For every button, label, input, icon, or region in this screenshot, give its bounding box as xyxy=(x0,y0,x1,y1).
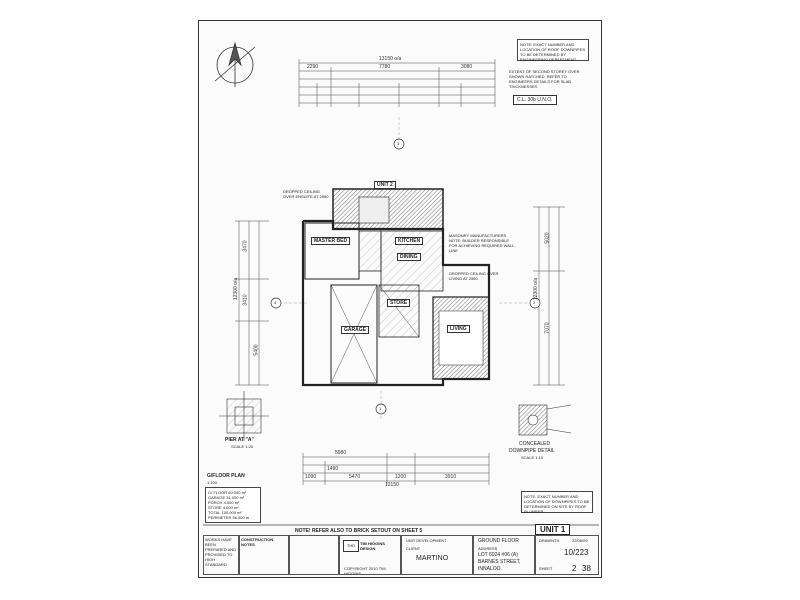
downpipe-site-note: NOTE: EXACT NUMBER AND LOCATION OF DOWNP… xyxy=(521,491,593,514)
firm-name: TIM HIGGINS DESIGN xyxy=(360,541,385,551)
firm-logo: THD xyxy=(343,540,359,552)
tb-project: UNIT DEVELOPMENT CLIENT MARTINO xyxy=(401,535,473,575)
dim-left-a: 3470 xyxy=(242,240,249,252)
area-schedule: G/ FLOOR 60.000 m² GARAGE 31.000 m² PORC… xyxy=(205,487,261,523)
tb-spec-notes-2 xyxy=(289,535,339,575)
dim-top-mid: 7780 xyxy=(379,64,391,70)
drawn-by: TH xyxy=(554,538,560,543)
brick-setout-note: NOTE! REFER ALSO TO BRICK SETOUT ON SHEE… xyxy=(295,528,423,534)
tb-left-note: WORKS HAVE BEEN PREPARED AND PROVIDED TO… xyxy=(203,535,239,575)
downpipe-title-2: DOWNPIPE DETAIL xyxy=(509,448,555,454)
dim-right-overall: 12300 o/a xyxy=(533,277,540,301)
dim-left-overall: 12300 o/a xyxy=(233,277,240,301)
dim-bottom-d: 3910 xyxy=(445,474,457,480)
tb-firm: THD TIM HIGGINS DESIGN COPYRIGHT 2010 TI… xyxy=(339,535,401,575)
downpipe-title-1: CONCEALED xyxy=(519,441,551,447)
downpipe-detail xyxy=(518,404,572,436)
room-unit-2: UNIT 2 xyxy=(374,181,396,189)
area-row: G/ FLOOR 60.000 m² xyxy=(208,490,247,495)
dim-right-a: 5020 xyxy=(544,232,551,244)
area-row: GARAGE 31.000 m² xyxy=(208,495,245,500)
sheet-total: 38 xyxy=(582,564,591,573)
dim-bottom-b: 5470 xyxy=(349,474,361,480)
grid-marker-2: 2 xyxy=(533,300,536,305)
project-name: UNIT DEVELOPMENT xyxy=(406,538,447,543)
date: 22/06/09 xyxy=(572,538,588,543)
pier-title: PIER AT "A" xyxy=(225,437,254,443)
north-arrow-icon xyxy=(214,41,256,87)
right-dimension-lines xyxy=(533,206,565,386)
sheet-title: GROUND FLOOR xyxy=(478,538,519,544)
pier-scale: SCALE 1:20 xyxy=(231,444,254,449)
masonry-note: MASONRY MANUFACTURERS NOTE: BUILDER RESP… xyxy=(449,233,515,253)
unit-label: UNIT 1 xyxy=(535,524,571,535)
downpipe-note: NOTE: EXACT NUMBER AND LOCATION OF ROOF … xyxy=(517,39,589,62)
room-kitchen: KITCHEN xyxy=(395,237,424,245)
tb-address: GROUND FLOOR ADDRESS LOT 6024 #06 (A) BA… xyxy=(473,535,535,575)
drawn-label: DRAWN xyxy=(539,538,554,543)
dim-top-overall: 13150 o/a xyxy=(379,56,402,62)
tb-sheet-info: DRAWN TH 22/06/09 10/223 SHEET 2 38 xyxy=(535,535,599,575)
building-outline xyxy=(301,188,491,387)
dim-bottom-a: 5980 xyxy=(335,450,347,456)
downpipe-note-text: NOTE: EXACT NUMBER AND LOCATION OF ROOF … xyxy=(520,42,586,62)
dim-bottom-overall: 13150 xyxy=(385,482,399,488)
sheet-label: SHEET xyxy=(539,566,553,571)
client-name: MARTINO xyxy=(416,555,449,562)
copyright: COPYRIGHT 2010 TIM HIGGINS xyxy=(344,566,386,575)
grid-marker-1: 1 xyxy=(379,406,382,411)
sheet-number: 2 xyxy=(572,564,577,573)
downpipe-site-note-text: NOTE: EXACT NUMBER AND LOCATION OF DOWNP… xyxy=(524,494,590,514)
pier-detail xyxy=(219,391,269,441)
lot: LOT 6024 #06 (A) xyxy=(478,552,518,558)
dim-bottom-e: 1090 xyxy=(305,474,317,480)
room-living: LIVING xyxy=(447,325,470,333)
downpipe-scale: SCALE 1:10 xyxy=(521,455,544,460)
address-label: ADDRESS xyxy=(478,546,498,551)
street: BARNES STREET, xyxy=(478,559,521,565)
dim-bottom-c: 1200 xyxy=(395,474,407,480)
room-store: STORE xyxy=(387,299,411,307)
dim-bottom-f: 1490 xyxy=(327,466,339,472)
job-number: 10/223 xyxy=(564,548,589,557)
dim-right-b: 7070 xyxy=(544,322,551,334)
tb-spec-notes: CONSTRUCTION NOTES xyxy=(239,535,289,575)
room-garage: GARAGE xyxy=(341,326,369,334)
drawing-sheet: NOTE: EXACT NUMBER AND LOCATION OF ROOF … xyxy=(198,20,602,578)
grid-marker-circles xyxy=(270,138,541,415)
floor-plan-linework xyxy=(203,41,599,526)
area-row: PERIMETER 56.000 m xyxy=(208,515,250,520)
title-block: WORKS HAVE BEEN PREPARED AND PROVIDED TO… xyxy=(203,535,599,575)
bottom-dimension-lines xyxy=(302,453,490,485)
room-master-bed: MASTER BED xyxy=(311,237,351,245)
floor-plan-scale: 1:100 xyxy=(207,480,218,485)
grid-marker-4: 4 xyxy=(274,300,277,305)
cl-label: C.L. 30b U.N.O. xyxy=(513,95,557,105)
client-label: CLIENT xyxy=(406,546,421,551)
dim-left-c: 5400 xyxy=(253,344,260,356)
suburb: INNALOO. xyxy=(478,566,502,572)
area-row: TOTAL 100.000 m² xyxy=(208,510,242,515)
area-row: STORE 4.000 m² xyxy=(208,505,239,510)
second-storey-note: EXTENT OF SECOND STOREY OVER SHOWN HATCH… xyxy=(509,69,580,89)
left-dimension-lines xyxy=(235,220,269,386)
grid-marker-3: 3 xyxy=(397,141,400,146)
top-dimension-lines xyxy=(298,59,496,107)
room-dining: DINING xyxy=(397,253,421,261)
area-row: PORCH 4.500 m² xyxy=(208,500,240,505)
dim-top-right: 3080 xyxy=(461,64,473,70)
dropped-ceiling-left-note: DROPPED CEILING OVER ENSUITE AT 2550 xyxy=(283,189,329,199)
floor-plan-title: G/FLOOR PLAN xyxy=(207,473,245,479)
dim-top-left: 2290 xyxy=(307,64,319,70)
dim-left-b: 3410 xyxy=(242,294,249,306)
dropped-ceiling-right-note: DROPPED CEILING OVER LIVING AT 2550 xyxy=(449,271,499,281)
